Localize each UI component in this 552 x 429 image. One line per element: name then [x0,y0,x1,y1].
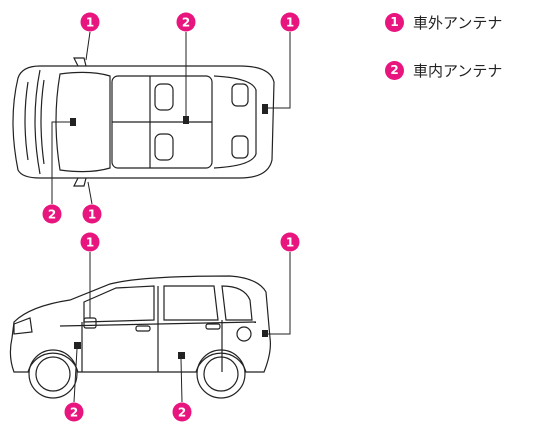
marker-1-side-right: 1 [280,232,300,252]
svg-text:1: 1 [86,16,94,30]
svg-text:2: 2 [182,16,190,30]
svg-text:2: 2 [48,208,56,222]
marker-2-bottom-left: 2 [42,204,62,224]
antenna-box [183,116,189,124]
legend-marker-2: 2 [385,60,404,80]
svg-text:2: 2 [178,406,186,420]
marker-1-bottom-center: 1 [82,204,102,224]
top-view-markers: 1 2 1 2 1 [42,12,300,224]
antenna-box [178,352,185,359]
marker-1-top-left: 1 [80,12,100,32]
side-view-antenna-marks [74,330,268,359]
side-view-leader-lines [73,252,291,403]
antenna-box [262,104,268,114]
svg-text:1: 1 [286,16,294,30]
svg-text:1: 1 [88,208,96,222]
legend-item-interior: 2 車内アンテナ [385,58,550,82]
side-view-markers: 1 1 2 2 [64,232,300,422]
car-top-view [12,57,275,187]
svg-text:1: 1 [286,236,294,250]
legend-label-interior-antenna: 車内アンテナ [413,61,503,80]
car-side-view [9,275,271,399]
antenna-box [74,342,81,349]
marker-1-top-right: 1 [280,12,300,32]
legend-label-exterior-antenna: 車外アンテナ [413,13,503,32]
svg-text:1: 1 [86,236,94,250]
antenna-box [70,118,76,126]
antenna-box [262,330,268,337]
top-view-leader-lines [51,31,291,205]
legend-item-exterior: 1 車外アンテナ [385,10,550,34]
marker-2-top-center: 2 [176,12,196,32]
marker-1-side-left: 1 [80,232,100,252]
top-view-antenna-marks [70,104,268,126]
marker-2-side-right: 2 [172,402,192,422]
marker-2-side-left: 2 [64,402,84,422]
legend-marker-1: 1 [385,12,404,32]
svg-text:2: 2 [70,406,78,420]
